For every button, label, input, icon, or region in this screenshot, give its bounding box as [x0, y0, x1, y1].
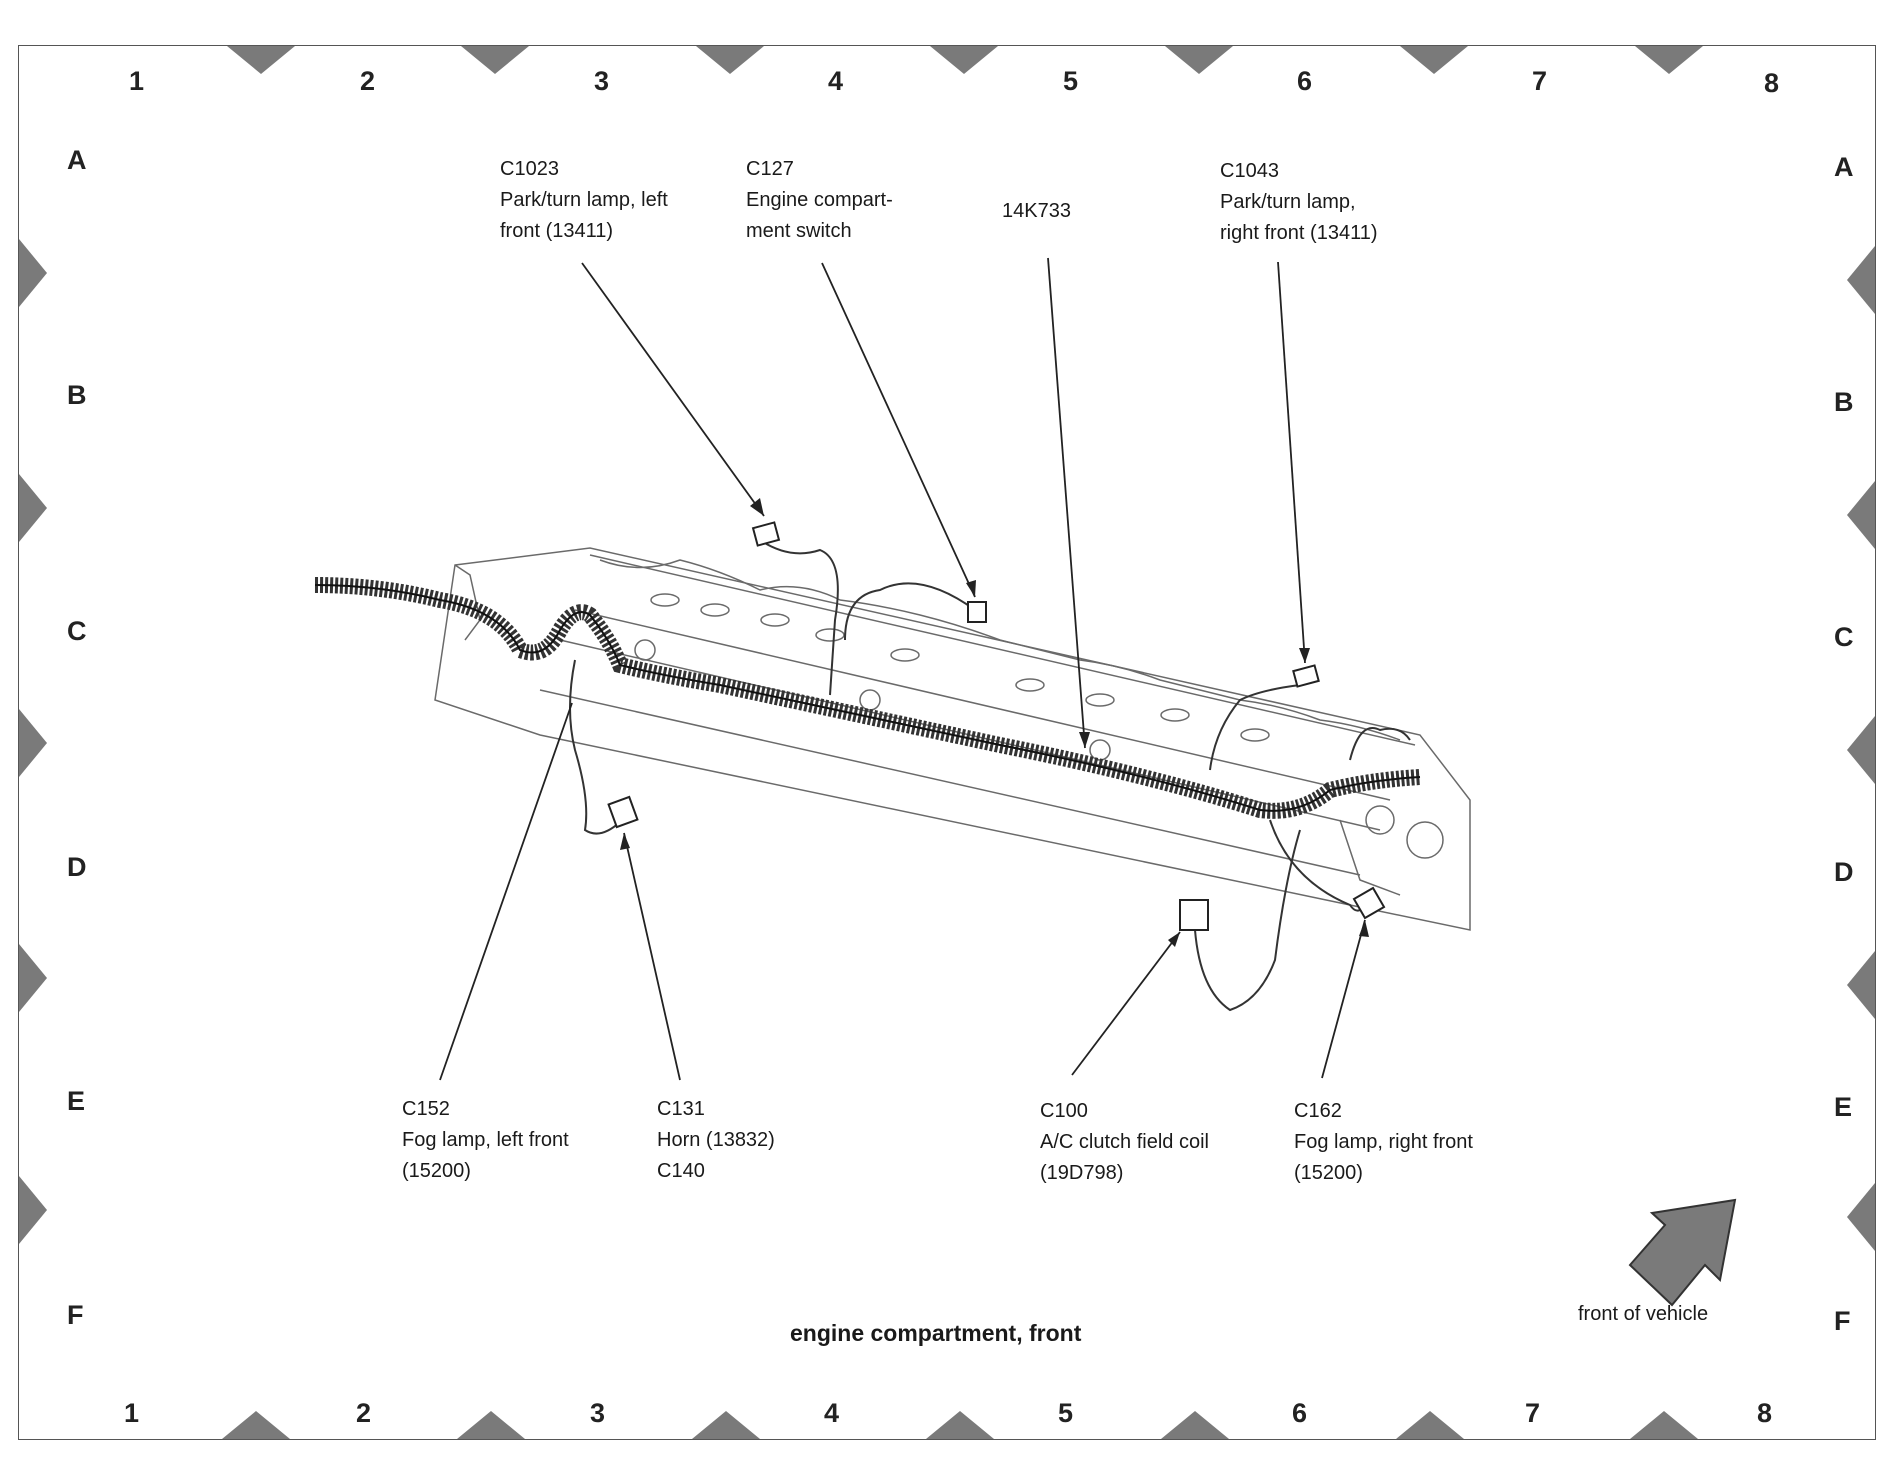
grid-marker-right-2	[1847, 481, 1875, 549]
grid-row-right-A: A	[1834, 152, 1854, 182]
leader-lines	[439, 257, 1366, 1081]
grid-marker-bottom-4	[926, 1411, 994, 1439]
callout-c100-line2: (19D798)	[1040, 1162, 1124, 1184]
grid-col-top-3: 3	[594, 66, 610, 96]
callout-c162-line2: (15200)	[1294, 1162, 1363, 1184]
callout-c127: C127 Engine compart- ment switch	[746, 154, 893, 247]
callout-c162: C162 Fog lamp, right front (15200)	[1294, 1096, 1473, 1189]
grid-marker-top-5	[1165, 46, 1233, 74]
grid-marker-left-1	[19, 239, 47, 307]
grid-marker-left-3	[19, 709, 47, 777]
callout-c1043-line1: Park/turn lamp,	[1220, 191, 1356, 213]
grid-col-bottom-5: 5	[1058, 1398, 1074, 1428]
grid-row-left-C: C	[67, 616, 87, 646]
callout-c1043-id: C1043	[1220, 160, 1279, 182]
leader-c100	[1071, 931, 1181, 1076]
callout-c1043-line2: right front (13411)	[1220, 222, 1378, 244]
grid-col-bottom-2: 2	[356, 1398, 372, 1428]
grid-row-right-B: B	[1834, 387, 1854, 417]
leader-c131	[623, 832, 681, 1081]
leader-c1023	[581, 262, 765, 517]
grid-marker-bottom-6	[1396, 1411, 1464, 1439]
callout-14k733-id: 14K733	[1002, 200, 1071, 222]
grid-marker-right-4	[1847, 951, 1875, 1019]
grid-col-bottom-1: 1	[124, 1398, 140, 1428]
callout-c100-id: C100	[1040, 1100, 1088, 1122]
grid-row-right-E: E	[1834, 1092, 1853, 1122]
callout-c100: C100 A/C clutch field coil (19D798)	[1040, 1096, 1209, 1189]
grid-marker-top-2	[461, 46, 529, 74]
grid-row-left-E: E	[67, 1086, 86, 1116]
callout-c162-id: C162	[1294, 1100, 1342, 1122]
front-of-vehicle-arrow-icon	[1628, 1198, 1737, 1307]
grid-marker-bottom-5	[1161, 1411, 1229, 1439]
front-of-vehicle-label: front of vehicle	[1578, 1303, 1709, 1325]
callout-c1023-line2: front (13411)	[500, 220, 614, 242]
grid-marker-right-1	[1847, 246, 1875, 314]
leader-14k733	[1047, 257, 1086, 749]
grid-marker-top-3	[696, 46, 764, 74]
callout-c131: C131 Horn (13832) C140	[657, 1094, 775, 1187]
callout-c1023-id: C1023	[500, 158, 559, 180]
callout-c1043: C1043 Park/turn lamp, right front (13411…	[1220, 156, 1378, 249]
grid-marker-left-4	[19, 944, 47, 1012]
diagram-frame	[18, 45, 1876, 1440]
callout-c131-line1: Horn (13832)	[657, 1129, 775, 1151]
callout-c152-line1: Fog lamp, left front	[402, 1129, 569, 1151]
grid-col-bottom-6: 6	[1292, 1398, 1308, 1428]
grid-col-bottom-4: 4	[824, 1398, 840, 1428]
callout-c131-id: C131	[657, 1098, 705, 1120]
grid-marker-right-5	[1847, 1183, 1875, 1251]
grid-col-bottom-3: 3	[590, 1398, 606, 1428]
callout-c127-line2: ment switch	[746, 220, 852, 242]
grid-row-left-D: D	[67, 852, 87, 882]
grid-marker-right-3	[1847, 716, 1875, 784]
grid-row-right-D: D	[1834, 857, 1854, 887]
leader-c1043	[1277, 261, 1306, 664]
grid-row-left-B: B	[67, 380, 87, 410]
callout-c152-line2: (15200)	[402, 1160, 471, 1182]
callout-c127-id: C127	[746, 158, 794, 180]
callout-c162-line1: Fog lamp, right front	[1294, 1131, 1473, 1153]
leader-arrowheads	[620, 498, 1369, 947]
callout-c131-line2: C140	[657, 1160, 705, 1182]
grid-col-bottom-7: 7	[1525, 1398, 1541, 1428]
grid-col-top-7: 7	[1532, 66, 1548, 96]
connectors	[607, 521, 1386, 931]
callout-c1023-line1: Park/turn lamp, left	[500, 189, 668, 211]
callout-c152: C152 Fog lamp, left front (15200)	[402, 1094, 569, 1187]
callout-c1023: C1023 Park/turn lamp, left front (13411)	[500, 154, 668, 247]
grid-marker-left-2	[19, 474, 47, 542]
callout-14k733: 14K733	[1002, 196, 1071, 227]
wiring-harness	[314, 539, 1421, 1012]
grid-marker-top-7	[1635, 46, 1703, 74]
grid-row-left-F: F	[67, 1300, 84, 1330]
leader-c127	[821, 262, 976, 598]
grid-marker-top-4	[930, 46, 998, 74]
grid-col-bottom-8: 8	[1757, 1398, 1773, 1428]
grid-marker-bottom-7	[1630, 1411, 1698, 1439]
callout-c152-id: C152	[402, 1098, 450, 1120]
grid-row-right-C: C	[1834, 622, 1854, 652]
leader-c162	[1321, 919, 1366, 1079]
grid-marker-bottom-1	[222, 1411, 290, 1439]
grid-marker-bottom-3	[692, 1411, 760, 1439]
grid-col-top-4: 4	[828, 66, 844, 96]
grid-col-top-2: 2	[360, 66, 376, 96]
callout-c100-line1: A/C clutch field coil	[1040, 1131, 1209, 1153]
grid-col-top-8: 8	[1764, 68, 1780, 98]
grid-col-top-1: 1	[129, 66, 145, 96]
grid-row-right-F: F	[1834, 1306, 1851, 1336]
grid-col-top-6: 6	[1297, 66, 1313, 96]
diagram-caption: engine compartment, front	[790, 1320, 1082, 1346]
leader-c152	[439, 702, 573, 1081]
grid-col-top-5: 5	[1063, 66, 1079, 96]
grid-marker-top-1	[227, 46, 295, 74]
callout-c127-line1: Engine compart-	[746, 189, 893, 211]
grid-row-left-A: A	[67, 145, 87, 175]
grid-marker-left-5	[19, 1176, 47, 1244]
grid-marker-top-6	[1400, 46, 1468, 74]
grid-marker-bottom-2	[457, 1411, 525, 1439]
